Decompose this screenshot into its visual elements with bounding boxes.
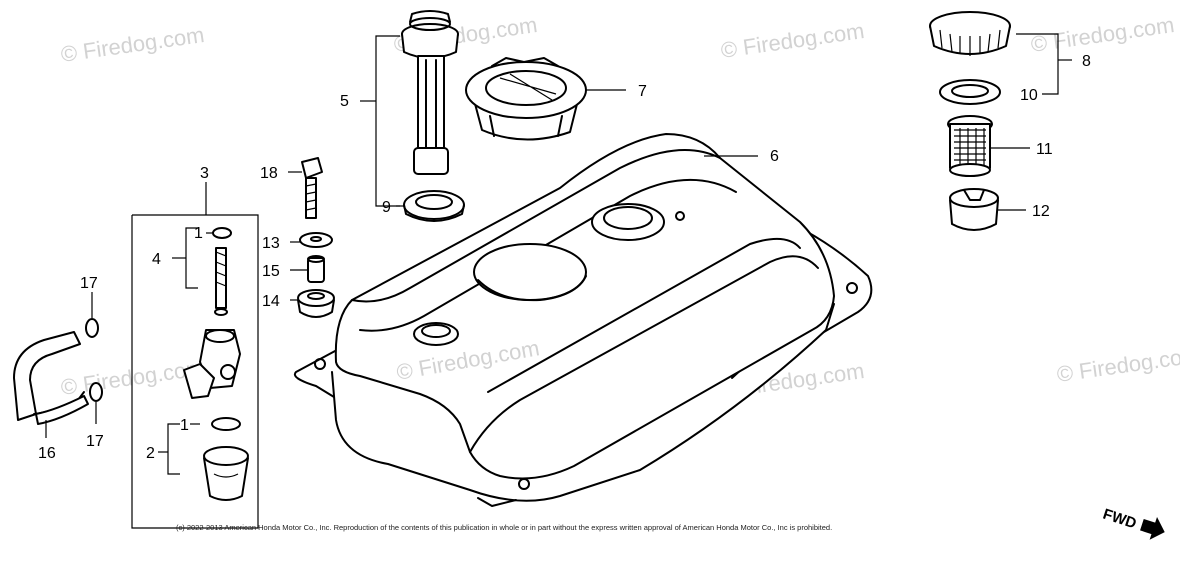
collar-notch <box>963 189 985 201</box>
gauge-top <box>409 10 451 23</box>
gauge-float <box>413 147 449 175</box>
tank-body <box>334 133 835 480</box>
grommet-9-inner <box>415 194 453 210</box>
washer-13-hole <box>310 236 322 242</box>
bracket-5 <box>375 35 400 207</box>
mount-hole <box>518 478 530 490</box>
callout-15: 15 <box>262 263 280 280</box>
strainer-mesh <box>954 128 986 166</box>
bolt-head <box>301 157 323 179</box>
callout-1: 1 <box>180 417 189 434</box>
fuel-tube <box>13 292 103 438</box>
bolt-shank <box>305 177 317 219</box>
fuel-cock-top <box>205 329 235 343</box>
watermark: © Firedog.com <box>1055 342 1180 387</box>
filler-cap-grooves <box>939 29 1001 56</box>
leader-lines <box>288 35 1030 301</box>
cap-marking <box>499 73 557 101</box>
callout-8: 8 <box>1082 53 1091 70</box>
callout-labels: 1 1 2 3 4 5 6 7 8 9 10 11 12 13 14 15 16… <box>38 53 1091 462</box>
tank-cap <box>465 57 587 141</box>
tank-ridge-right-inner <box>487 237 801 393</box>
tank-gauge-port <box>413 322 459 346</box>
collar-body <box>949 199 999 231</box>
cap-top-inner <box>485 70 567 106</box>
callout-17: 17 <box>80 275 98 292</box>
callout-12: 12 <box>1032 203 1050 220</box>
gauge-window <box>409 17 451 31</box>
clip-17-lower <box>89 382 103 402</box>
forward-arrow-icon <box>1140 516 1165 540</box>
sediment-cup <box>203 457 249 501</box>
forward-direction-indicator: FWD <box>1101 506 1165 540</box>
filler-gasket-inner <box>951 84 989 98</box>
rubber-14-hole <box>307 292 325 300</box>
cap-rib <box>489 115 495 137</box>
callout-18: 18 <box>260 165 278 182</box>
sediment-cup-top <box>203 446 249 466</box>
filter-rod-end <box>214 308 228 316</box>
grommet-9-side <box>403 204 465 222</box>
callout-6: 6 <box>770 148 779 165</box>
filler-gasket <box>939 79 1001 105</box>
callout-13: 13 <box>262 235 280 252</box>
fuel-tube-hose <box>13 331 81 421</box>
bolt-thread <box>305 183 317 211</box>
fuel-gauge <box>401 10 465 222</box>
callout-9: 9 <box>382 199 391 216</box>
o-ring-1 <box>212 227 232 239</box>
clip-17-upper <box>85 318 99 338</box>
collar-15-top <box>307 255 325 263</box>
gauge-cap-skirt <box>401 33 459 59</box>
tank-ridge-left <box>351 149 721 303</box>
copyright-notice: (c) 2022-2013 American Honda Motor Co., … <box>176 523 832 532</box>
sediment-cup-rim <box>213 473 239 478</box>
mount-hardware <box>297 157 335 318</box>
callout-3: 3 <box>200 165 209 182</box>
mount-hole <box>675 211 685 221</box>
callout-5: 5 <box>340 93 349 110</box>
tank-ridge-right <box>469 255 819 453</box>
callout-17: 17 <box>86 433 104 450</box>
callout-1: 1 <box>194 225 203 242</box>
tank-filler-neck-inner <box>603 206 653 230</box>
callout-2: 2 <box>146 445 155 462</box>
fuel-cock-lever <box>183 363 215 399</box>
bracket-8 <box>1016 33 1059 95</box>
cap-rib <box>557 115 563 137</box>
fwd-label: FWD <box>1101 506 1139 533</box>
mount-hole <box>846 282 858 294</box>
watermark: © Firedog.com <box>59 22 206 67</box>
fuel-tube-lower <box>35 395 89 425</box>
fuel-cock-frame <box>131 214 259 529</box>
filler-cap-assembly <box>929 11 1072 231</box>
callout-4: 4 <box>152 251 161 268</box>
callout-7: 7 <box>638 83 647 100</box>
strainer-bottom <box>949 163 991 177</box>
fuel-tank <box>294 133 873 507</box>
fuel-cock-knob <box>220 364 236 380</box>
fuel-filter-rod <box>215 247 227 309</box>
callout-16: 16 <box>38 445 56 462</box>
callout-11: 11 <box>1036 141 1053 158</box>
callout-10: 10 <box>1020 87 1038 104</box>
mount-hole <box>314 358 326 370</box>
strainer-body <box>949 123 991 169</box>
filter-mesh <box>215 251 227 287</box>
fuel-cock-assembly <box>131 182 259 529</box>
callout-14: 14 <box>262 293 280 310</box>
collar-top <box>949 188 999 208</box>
tank-bottom-lip <box>477 497 517 507</box>
cap-grip <box>491 57 559 67</box>
o-ring-1-lower <box>211 417 241 431</box>
bracket-2 <box>167 423 180 475</box>
tank-opening-lip <box>477 275 587 302</box>
tank-ridge-left-inner <box>359 178 737 332</box>
watermark: © Firedog.com <box>719 18 866 63</box>
tank-gauge-port-inner <box>421 324 451 338</box>
